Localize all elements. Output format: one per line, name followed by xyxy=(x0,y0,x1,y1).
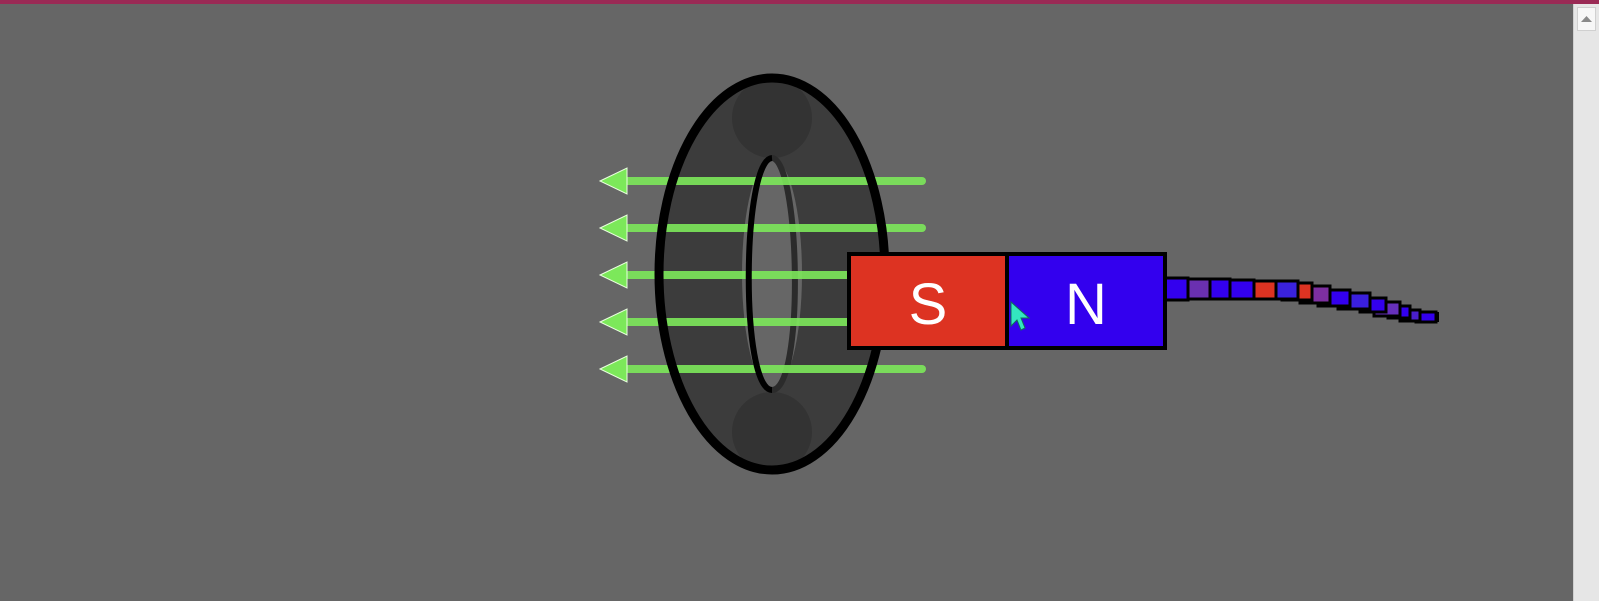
simulation-canvas[interactable]: S N xyxy=(0,4,1573,601)
vertical-scrollbar[interactable] xyxy=(1573,4,1599,601)
chevron-up-icon xyxy=(1581,16,1592,22)
scroll-up-button[interactable] xyxy=(1577,7,1596,31)
window-accent-bar xyxy=(0,0,1599,4)
field-line-arrow-icon xyxy=(598,214,628,242)
south-pole-label: S xyxy=(909,272,948,337)
field-line-arrow-icon xyxy=(598,308,628,336)
field-line-arrow-icon xyxy=(598,355,628,383)
field-line-arrow-icon xyxy=(598,167,628,195)
field-line-arrow-icon xyxy=(598,261,628,289)
hand-pointer-icon xyxy=(1010,300,1031,331)
magnet-north-pole[interactable] xyxy=(1005,252,1167,350)
bar-magnet[interactable]: S N xyxy=(847,252,1167,350)
magnet-south-pole[interactable] xyxy=(847,252,1009,350)
north-pole-label: N xyxy=(1065,272,1107,337)
magnet-motion-trail xyxy=(1162,276,1439,324)
